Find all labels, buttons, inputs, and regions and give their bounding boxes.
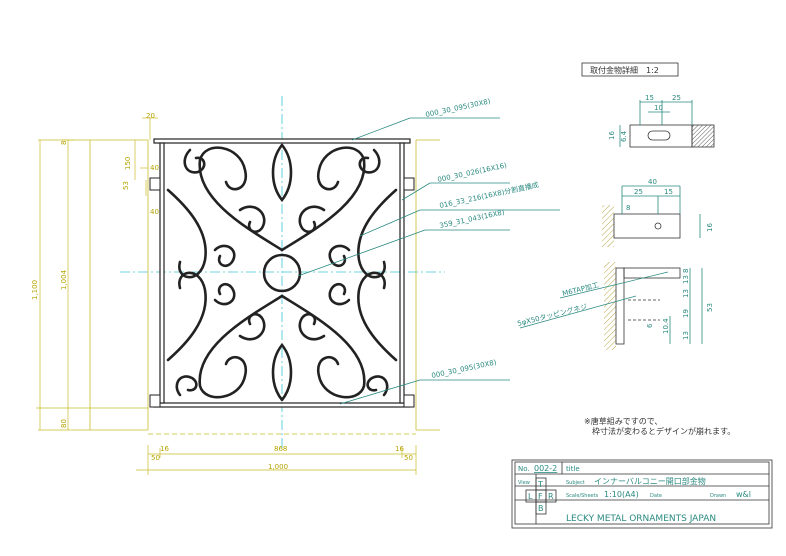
detail-bracket-side: [604, 262, 703, 350]
tb-drawn-value: w&l: [736, 490, 751, 499]
tb-title-label: title: [566, 465, 580, 473]
detail-dim-r13a: 13: [682, 275, 690, 284]
dim-b16a: 16: [160, 445, 169, 453]
tb-subject-label: Subject: [566, 480, 585, 486]
leader-label-4: 359_31_043(16X8): [439, 208, 506, 230]
leader-label-5: 000_30_095(30X8): [431, 358, 498, 380]
detail-dim-r8: 8: [682, 269, 690, 273]
tb-scale-label: Scale/Sheets: [566, 493, 599, 499]
detail-dim-40: 40: [648, 178, 657, 186]
detail-dim-r53: 53: [706, 303, 714, 312]
detail-dim-10: 10: [654, 104, 663, 112]
detail-dim-r10-4: 10.4: [662, 318, 670, 334]
dim-b50a: 50: [151, 454, 160, 462]
detail-dim-r19: 19: [682, 309, 690, 318]
title-block: [511, 459, 773, 529]
dim-b16b: 16: [395, 445, 404, 453]
detail-title: 取付金物詳細 1:2: [590, 65, 659, 75]
left-dimensions: [36, 117, 158, 430]
tb-view-B: B: [538, 504, 544, 513]
detail-leaders: [519, 271, 669, 329]
tb-subject-value: インナーバルコニー開口部金物: [594, 476, 706, 486]
detail-dim-25: 25: [672, 94, 681, 102]
detail-dim-m25: 25: [634, 188, 643, 196]
tb-company: LECKY METAL ORNAMENTS JAPAN: [566, 514, 716, 524]
tb-drawn-label: Drawn: [710, 493, 726, 499]
leader-lines: [297, 117, 560, 405]
tb-scale-value: 1:10(A4): [604, 490, 639, 499]
screw-label: 5φX50タッピングネジ: [516, 302, 588, 328]
center-lines: [120, 96, 445, 450]
tb-view-T: T: [537, 480, 543, 489]
detail-bracket-top: [602, 185, 701, 247]
leader-label-2: 000_30_026(16X16): [437, 161, 508, 184]
tb-view-F: F: [538, 492, 543, 501]
scrollwork-ornament: [166, 143, 398, 402]
dim-53: 53: [122, 181, 130, 190]
detail-dim-16: 16: [608, 131, 616, 140]
tb-no-label: No.: [518, 465, 530, 473]
dim-80: 80: [60, 419, 68, 428]
detail-dim-m8: 8: [626, 204, 630, 212]
dim-868: 868: [274, 445, 287, 453]
detail-dim-m15: 15: [664, 188, 673, 196]
detail-dim-r13c: 13: [682, 331, 690, 340]
dim-b50b: 50: [404, 454, 413, 462]
dim-20: 20: [146, 112, 155, 120]
detail-title-box: [581, 62, 679, 77]
bottom-dimensions: [136, 445, 417, 475]
railing-frame: [149, 138, 415, 408]
dim-1100: 1,100: [31, 280, 39, 300]
wall-outlines: [38, 139, 440, 435]
leader-label-1: 000_30_095(30X8): [425, 97, 492, 119]
dim-40a: 40: [150, 164, 159, 172]
tb-no-value: 002-2: [534, 464, 557, 473]
dim-40b: 40: [150, 208, 159, 216]
dim-1000: 1,000: [268, 463, 288, 471]
tb-date-label: Date: [650, 493, 662, 499]
note-line-2: 枠寸法が変わるとデザインが崩れます。: [592, 426, 735, 436]
dim-8: 8: [60, 141, 68, 145]
tap-label: M6TAP加工: [561, 280, 599, 298]
tb-view-L: L: [528, 492, 533, 501]
dim-150: 150: [124, 157, 132, 170]
detail-dim-6-4: 6.4: [620, 130, 628, 142]
dim-1004: 1,004: [60, 269, 68, 290]
detail-dim-15: 15: [645, 94, 654, 102]
leader-label-3: 016_33_216(16X8)分割直播成: [439, 180, 540, 210]
detail-dim-r6: 6: [646, 323, 654, 328]
detail-dim-r13b: 13: [682, 289, 690, 298]
detail-dim-m16: 16: [706, 223, 714, 232]
tb-view-R: R: [548, 492, 554, 501]
tb-view-label: View: [518, 480, 530, 486]
note-line-1: ※唐草組みですので、: [584, 416, 662, 426]
detail-slot-plate: [619, 100, 715, 148]
